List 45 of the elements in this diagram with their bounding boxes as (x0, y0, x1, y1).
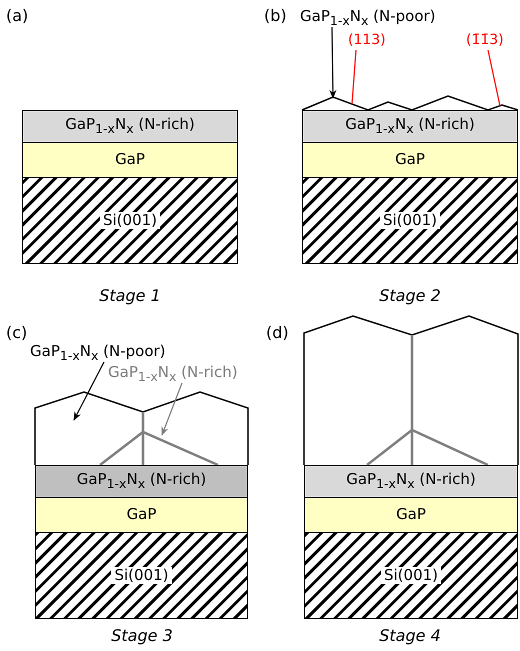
substrate-layer (304, 532, 518, 619)
substrate-layer (302, 177, 518, 264)
layer-label: GaP (126, 506, 156, 524)
leader-arrow (329, 27, 336, 99)
grain-drawing (34, 391, 249, 466)
panel-label: (a) (6, 6, 28, 25)
layer-label: Si(001) (380, 212, 440, 230)
layer-label: GaP$_{1-x}$N$_{x}$ (N-rich) (346, 471, 476, 492)
leader-line (351, 50, 357, 104)
annotation-label: GaP$_{1-x}$N$_{x}$ (N-poor) (300, 8, 436, 28)
substrate-layer (35, 532, 248, 619)
panel-label: (c) (6, 323, 28, 342)
stage-caption: Stage 4 (379, 626, 441, 645)
gap-layer (22, 142, 238, 178)
panel-label: (b) (264, 6, 287, 25)
annotation-label: GaP$_{1-x}$N$_{x}$ (N-rich) (108, 364, 238, 384)
alloy-layer (35, 465, 248, 498)
gap-layer (304, 497, 518, 533)
annotation-label: GaP$_{1-x}$N$_{x}$ (N-poor) (30, 343, 166, 364)
layer-label: GaP$_{1-x}$N$_{x}$ (N-rich) (65, 116, 195, 137)
layer-label: GaP$_{1-x}$N$_{x}$ (N-rich) (76, 471, 206, 492)
leader-arrow (161, 382, 183, 436)
alloy-layer (304, 465, 518, 498)
alloy-layer (22, 110, 238, 143)
layer-label: GaP (115, 151, 145, 169)
stage-caption: Stage 2 (379, 286, 441, 305)
panel-label: (d) (266, 323, 289, 342)
gap-layer (35, 497, 248, 533)
annotation-label: (113) (348, 32, 386, 48)
layer-label: Si(001) (380, 566, 442, 584)
layer-label: GaP (396, 506, 426, 524)
gap-layer (302, 142, 518, 178)
leader-line (487, 50, 501, 106)
grain-boundary-drawing (98, 410, 220, 466)
faceted-film-outline (302, 95, 518, 111)
stage-caption: Stage 3 (111, 626, 173, 645)
leader-arrow (73, 362, 105, 421)
alloy-layer (302, 110, 518, 143)
layer-label: GaP$_{1-x}$N$_{x}$ (N-rich) (345, 116, 475, 137)
layer-label: GaP (395, 151, 425, 169)
substrate-layer (22, 177, 238, 264)
stage-caption: Stage 1 (99, 286, 161, 305)
layer-label: Si(001) (111, 566, 172, 584)
annotation-label: (1̄1̄3) (466, 32, 504, 48)
layer-label: Si(001) (100, 212, 160, 230)
